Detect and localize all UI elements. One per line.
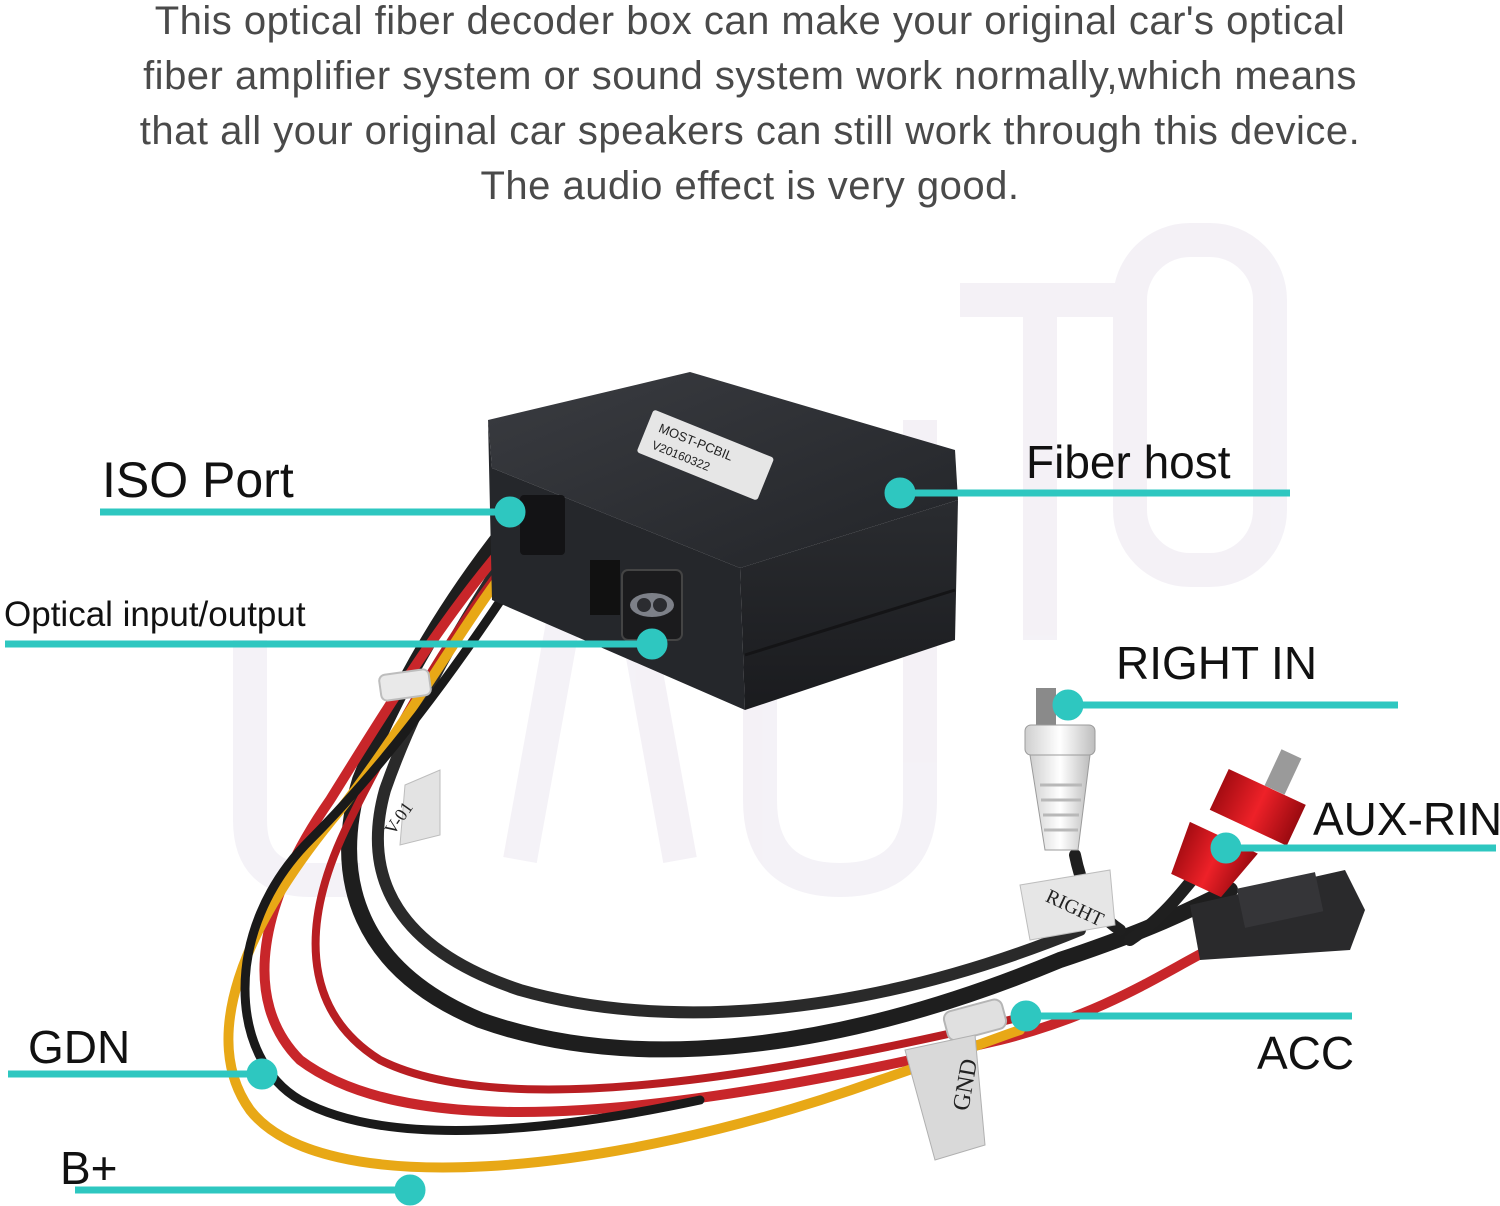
- leader-dot-fiber-host: [884, 477, 916, 509]
- rca-white-plug: [1024, 688, 1096, 851]
- callout-acc: ACC: [1257, 1027, 1355, 1079]
- description-line: that all your original car speakers can …: [139, 109, 1361, 153]
- wire-tag-right: RIGHT: [1019, 869, 1116, 941]
- decoder-box: MOST-PCBIL V20160322: [488, 372, 958, 710]
- wire-tag-gnd: GND: [904, 1034, 986, 1161]
- callout-b-plus: B+: [60, 1142, 118, 1194]
- rca-red-plug: [1171, 749, 1306, 898]
- callout-right-in: RIGHT IN: [1116, 637, 1318, 689]
- leader-dot-b-plus: [394, 1174, 426, 1206]
- callout-leaders: [5, 477, 1496, 1206]
- device-label: MOST-PCBIL V20160322: [637, 410, 774, 500]
- callout-aux-rin: AUX-RIN: [1313, 793, 1500, 845]
- leader-dot-acc: [1010, 1000, 1042, 1032]
- wire-tag-v01: V-01: [380, 769, 441, 846]
- leader-dot-optical-io: [636, 628, 668, 660]
- iso-harness-connector: [1190, 870, 1365, 960]
- secondary-connector: [590, 560, 620, 615]
- wire-harness: [223, 522, 1238, 1173]
- description-line: This optical fiber decoder box can make …: [154, 0, 1346, 43]
- callout-optical-io: Optical input/output: [4, 595, 306, 634]
- description-line: fiber amplifier system or sound system w…: [143, 54, 1357, 98]
- leader-dot-aux-rin: [1210, 832, 1242, 864]
- callout-gdn: GDN: [28, 1021, 131, 1073]
- leader-dot-iso-port: [494, 496, 526, 528]
- leader-dot-gdn: [246, 1058, 278, 1090]
- iso-port-connector: [520, 495, 565, 555]
- leader-dot-right-in: [1052, 689, 1084, 721]
- description-line: The audio effect is very good.: [480, 164, 1020, 208]
- description-text: This optical fiber decoder box can make …: [0, 0, 1500, 214]
- callout-iso-port: ISO Port: [102, 452, 294, 508]
- callout-fiber-host: Fiber host: [1026, 436, 1231, 488]
